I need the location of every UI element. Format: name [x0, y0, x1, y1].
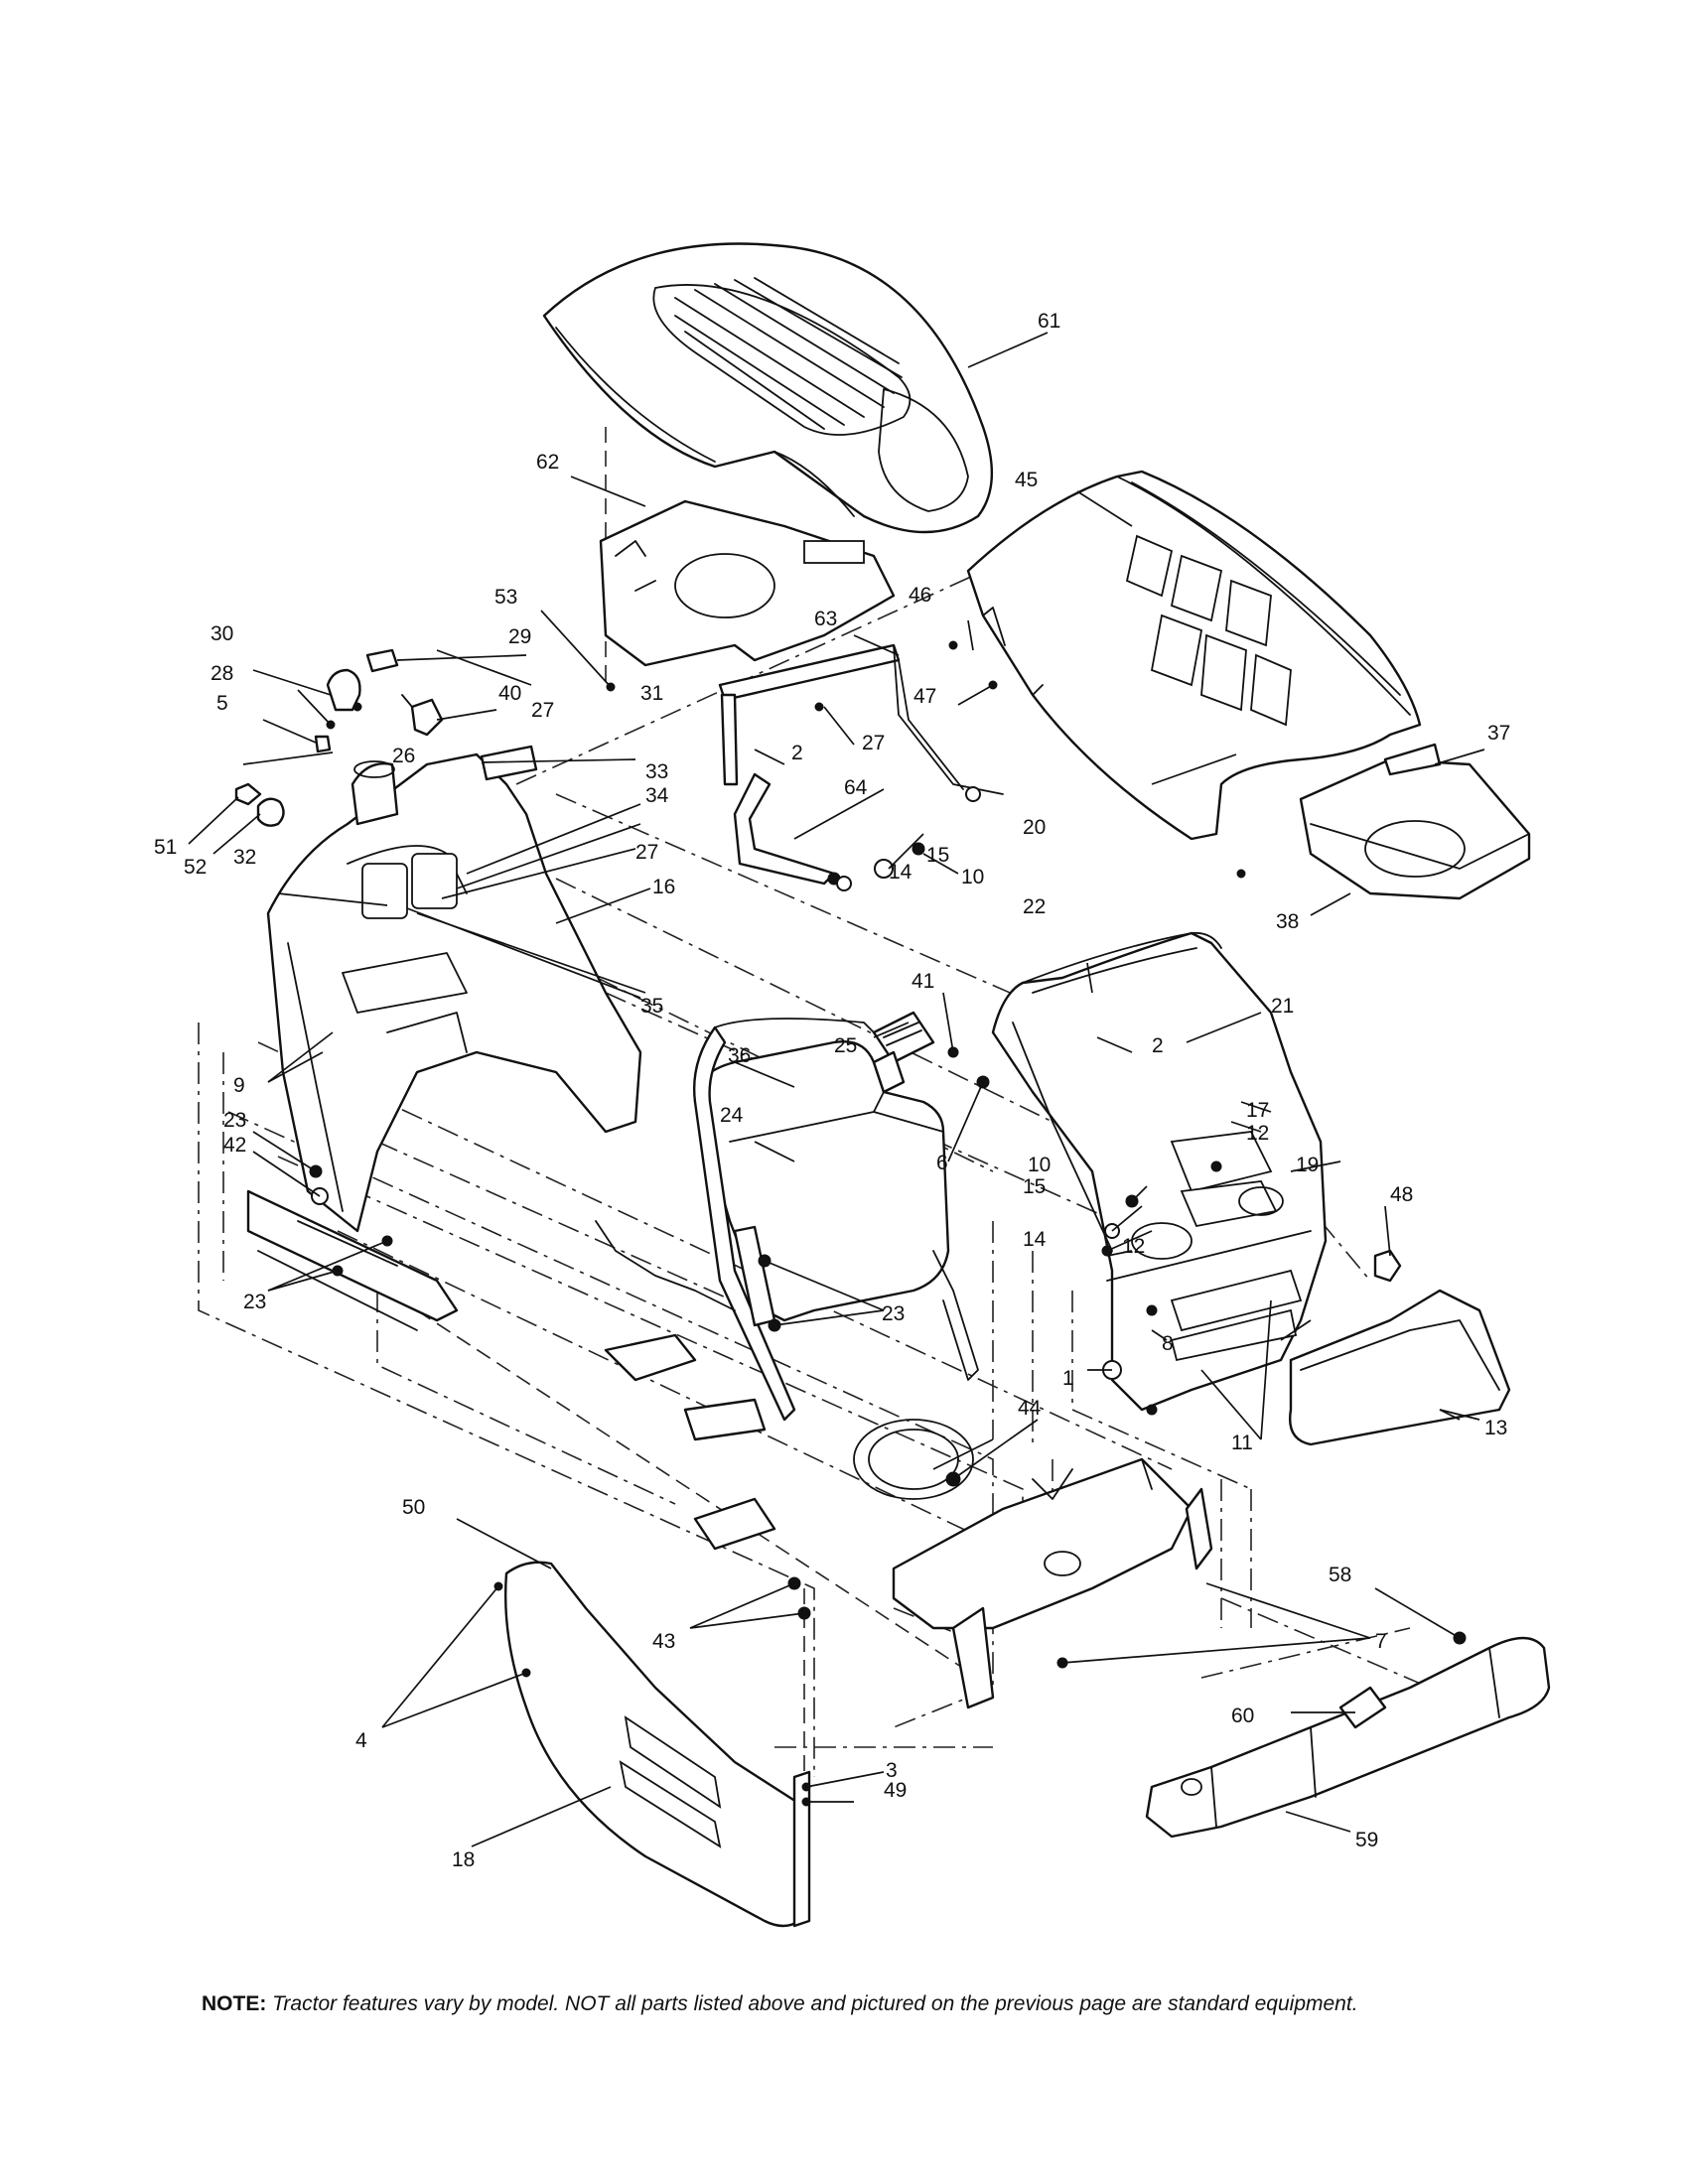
callout-10: 10 — [1028, 1154, 1051, 1176]
callout-14: 14 — [1023, 1228, 1047, 1251]
callout-34: 34 — [645, 784, 669, 807]
front-bumper-part — [1145, 1636, 1551, 1839]
callout-50: 50 — [402, 1496, 425, 1519]
callout-16: 16 — [652, 876, 675, 898]
callout-29: 29 — [508, 625, 531, 648]
note-label: NOTE: — [202, 1992, 267, 2015]
callout-46: 46 — [909, 584, 931, 607]
callout-33: 33 — [645, 760, 668, 783]
callout-51: 51 — [154, 836, 177, 859]
callout-22: 22 — [1023, 895, 1046, 918]
callout-48: 48 — [1390, 1183, 1413, 1206]
engine-cover-part — [966, 470, 1422, 841]
callout-59: 59 — [1355, 1829, 1378, 1851]
callout-49: 49 — [884, 1779, 907, 1802]
callout-63: 63 — [814, 608, 837, 630]
callout-15: 15 — [926, 844, 949, 867]
callout-11: 11 — [1231, 1432, 1253, 1454]
callout-64: 64 — [844, 776, 868, 799]
callout-14: 14 — [889, 861, 912, 884]
callout-40: 40 — [498, 682, 521, 705]
callout-26: 26 — [392, 745, 415, 767]
callout-43: 43 — [652, 1630, 675, 1653]
callout-12: 12 — [1246, 1122, 1269, 1145]
seat-pan-part — [1299, 743, 1531, 900]
callout-3: 3 — [886, 1759, 898, 1782]
callout-20: 20 — [1023, 816, 1046, 839]
callout-45: 45 — [1015, 469, 1038, 491]
callout-62: 62 — [536, 451, 559, 474]
grille-part — [991, 931, 1328, 1412]
callout-27: 27 — [635, 841, 658, 864]
callout-53: 53 — [494, 586, 517, 609]
side-panel-part — [503, 1561, 811, 1928]
footnote: NOTE: Tractor features vary by model. NO… — [202, 1992, 1492, 2016]
callout-2: 2 — [791, 742, 803, 764]
headlight-part — [1102, 1249, 1511, 1446]
callout-21: 21 — [1271, 995, 1294, 1018]
callout-47: 47 — [913, 685, 936, 708]
callout-24: 24 — [720, 1104, 744, 1127]
callout-60: 60 — [1231, 1705, 1254, 1727]
callout-4: 4 — [355, 1729, 367, 1752]
callout-23: 23 — [882, 1302, 905, 1325]
callout-12: 12 — [1122, 1235, 1145, 1258]
callout-7: 7 — [1375, 1630, 1387, 1653]
callout-23: 23 — [223, 1109, 246, 1132]
callout-35: 35 — [640, 995, 663, 1018]
note-text: Tractor features vary by model. NOT all … — [266, 1992, 1358, 2015]
callout-58: 58 — [1329, 1564, 1351, 1586]
callout-1: 1 — [1062, 1367, 1074, 1390]
callout-44: 44 — [1018, 1397, 1042, 1420]
callout-19: 19 — [1296, 1154, 1319, 1176]
callout-31: 31 — [640, 682, 663, 705]
callout-17: 17 — [1246, 1099, 1269, 1122]
callout-30: 30 — [210, 622, 233, 645]
hood-part — [542, 242, 993, 534]
callout-52: 52 — [184, 856, 207, 879]
callout-42: 42 — [223, 1134, 246, 1157]
dashboard-part — [266, 745, 642, 1233]
callout-61: 61 — [1038, 310, 1060, 333]
hood-bracket-part — [718, 643, 1004, 886]
callout-32: 32 — [233, 846, 256, 869]
callout-6: 6 — [936, 1152, 948, 1174]
leader-lines — [188, 332, 1485, 1847]
callout-23: 23 — [243, 1291, 266, 1313]
callout-8: 8 — [1162, 1332, 1174, 1355]
callout-36: 36 — [728, 1044, 751, 1067]
callout-38: 38 — [1276, 910, 1299, 933]
callout-18: 18 — [452, 1848, 475, 1871]
callout-9: 9 — [233, 1074, 245, 1097]
callout-27: 27 — [531, 699, 554, 722]
callout-15: 15 — [1023, 1175, 1046, 1198]
callout-5: 5 — [216, 692, 228, 715]
callout-41: 41 — [912, 970, 934, 993]
callout-25: 25 — [834, 1034, 857, 1057]
callout-10: 10 — [961, 866, 984, 888]
hood-underpanel-part — [599, 499, 896, 667]
switches-group — [234, 648, 444, 827]
callout-2: 2 — [1152, 1034, 1164, 1057]
callout-28: 28 — [210, 662, 233, 685]
callout-37: 37 — [1487, 722, 1510, 745]
callout-labels: 1 2 2 3 4 5 6 7 8 9 10 10 11 12 12 13 14… — [154, 310, 1510, 1871]
callout-13: 13 — [1484, 1417, 1507, 1439]
callout-27: 27 — [862, 732, 885, 754]
fuel-tank-part — [693, 1011, 979, 1422]
